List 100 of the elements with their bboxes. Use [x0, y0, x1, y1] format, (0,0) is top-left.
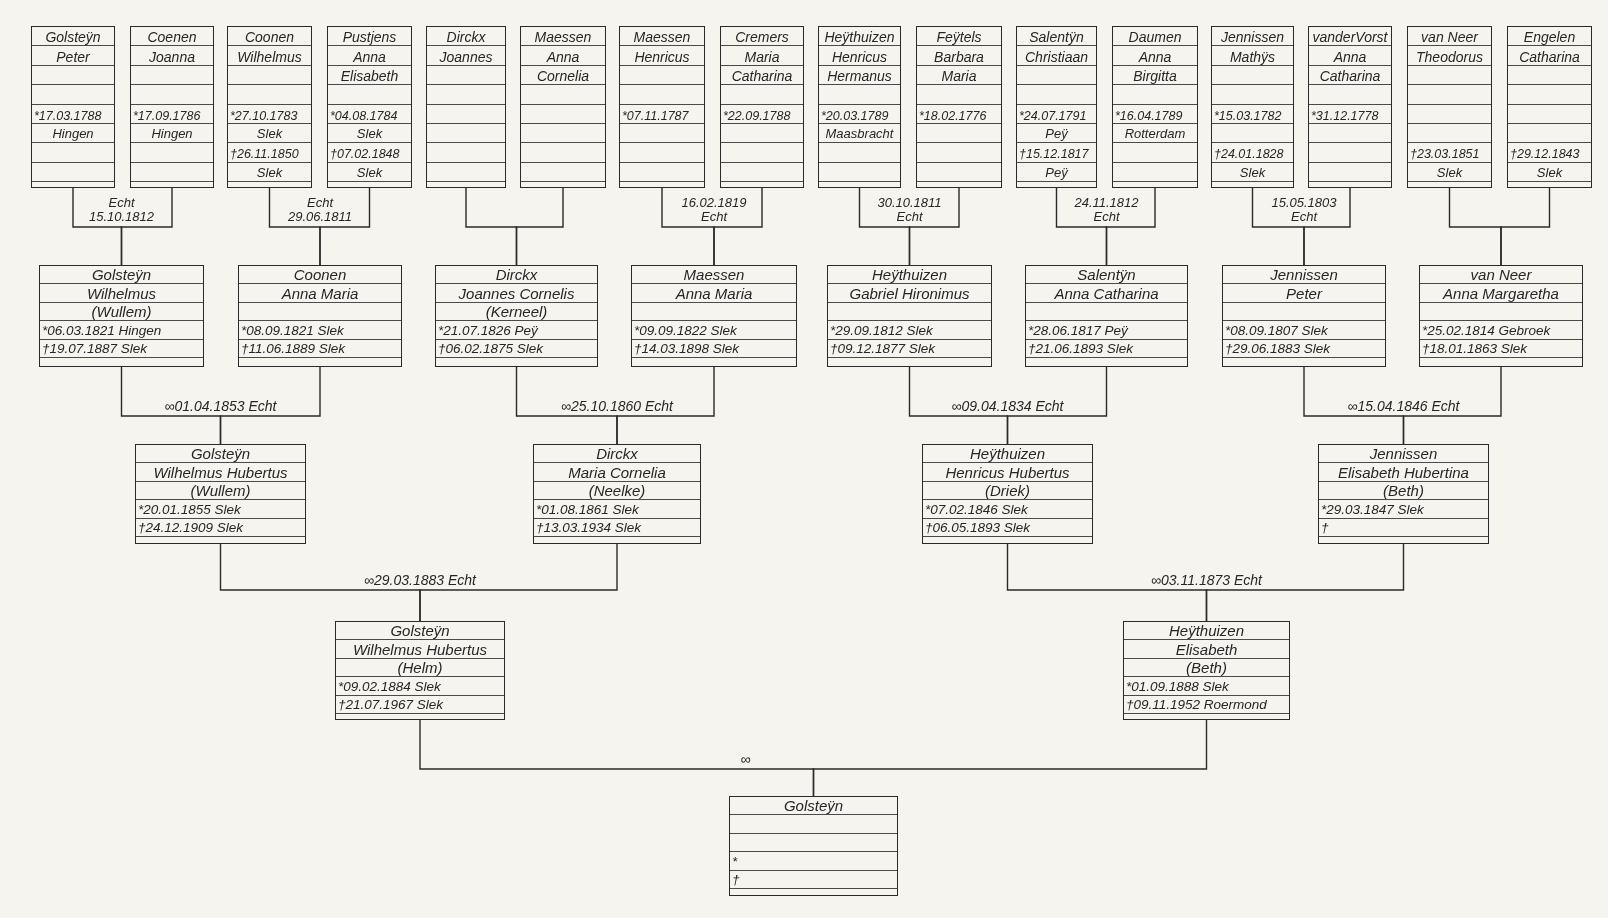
- birth-place: Hingen: [151, 127, 193, 143]
- death-record: †06.02.1875 Slek: [438, 341, 544, 357]
- death-record: †06.05.1893 Slek: [925, 520, 1031, 536]
- person-box: [227, 26, 312, 188]
- birth-record: *06.03.1821 Hingen: [42, 323, 162, 339]
- family-line: [1006, 366, 1108, 445]
- birth-record: *20.01.1855 Slek: [138, 502, 241, 518]
- given-names: Wilhelmus Hubertus: [153, 463, 288, 481]
- given-name: Cornelia: [536, 68, 590, 85]
- surname: Dirckx: [495, 266, 538, 284]
- nickname: (Neelke): [588, 481, 646, 500]
- surname: Pustjens: [342, 29, 397, 46]
- family-line: [908, 187, 960, 266]
- death-date: †29.12.1843: [1510, 147, 1580, 162]
- death-record: †09.12.1877 Slek: [830, 341, 936, 357]
- person-box: [327, 26, 412, 188]
- given-name: Henricus: [831, 48, 888, 65]
- given-names: Peter: [1286, 284, 1322, 302]
- person-box: [426, 26, 506, 188]
- surname: Salentÿn: [1029, 29, 1084, 46]
- person-box: [1112, 26, 1198, 188]
- surname: Heÿthuizen: [969, 445, 1045, 463]
- surname: Golsteÿn: [91, 266, 152, 284]
- death-record: †: [1321, 520, 1329, 536]
- nickname: (Beth): [1383, 481, 1424, 500]
- given-name: Elisabeth: [340, 68, 399, 85]
- person-box: [631, 265, 797, 367]
- death-record: †11.06.1889 Slek: [241, 341, 346, 357]
- person-box: [619, 26, 705, 188]
- family-line: [319, 187, 371, 266]
- person-box: [238, 265, 402, 367]
- death-date: †07.02.1848: [330, 147, 400, 162]
- given-name: Henricus: [634, 48, 690, 65]
- death-record: †14.03.1898 Slek: [634, 341, 740, 357]
- family-line: [1402, 366, 1502, 445]
- person-box: [1123, 621, 1290, 720]
- person-box: [39, 265, 204, 367]
- family-line: [219, 366, 321, 445]
- marriage-label: ∞09.04.1834 Echt: [949, 398, 1066, 414]
- person-box: [31, 26, 115, 188]
- person-box: [1507, 26, 1592, 188]
- surname: Heÿthuizen: [824, 29, 895, 46]
- death-record: †21.06.1893 Slek: [1028, 341, 1134, 357]
- birth-place: Slek: [356, 127, 383, 143]
- given-name: Maria: [941, 68, 977, 85]
- surname: Heÿthuizen: [1168, 622, 1244, 640]
- death-place: Slek: [356, 166, 383, 182]
- death-record: †13.03.1934 Slek: [536, 520, 642, 536]
- birth-date: *31.12.1778: [1311, 108, 1379, 123]
- given-names: Gabriel Hironimus: [849, 284, 970, 302]
- surname: Coenen: [147, 29, 197, 46]
- birth-place: Slek: [256, 127, 283, 143]
- person-box: [1025, 265, 1188, 367]
- birth-date: *22.09.1788: [723, 108, 791, 123]
- surname: Engelen: [1523, 29, 1576, 46]
- person-box: [520, 26, 606, 188]
- person-box: [720, 26, 804, 188]
- person-box: [818, 26, 901, 188]
- family-line: [1303, 187, 1351, 266]
- birth-place: Rotterdam: [1124, 127, 1186, 143]
- family-line: [120, 187, 173, 266]
- birth-record: *29.09.1812 Slek: [830, 323, 933, 339]
- person-box: [916, 26, 1002, 188]
- surname: Maessen: [633, 29, 691, 46]
- death-date: †24.01.1828: [1214, 147, 1284, 162]
- family-line: [1105, 187, 1156, 266]
- death-record: †21.07.1967 Slek: [338, 697, 444, 713]
- person-box: [1318, 444, 1489, 544]
- birth-date: *18.02.1776: [919, 108, 987, 123]
- surname: Dirckx: [446, 29, 486, 46]
- birth-date: *17.03.1788: [34, 108, 102, 123]
- birth-date: *07.11.1787: [622, 108, 689, 123]
- surname: Jennissen: [1369, 445, 1438, 463]
- death-place: Slek: [256, 166, 283, 182]
- death-record: †24.12.1909 Slek: [138, 520, 244, 536]
- given-name: Wilhelmus: [237, 48, 302, 65]
- birth-date: *15.03.1782: [1214, 108, 1282, 123]
- person-box: [1016, 26, 1097, 188]
- death-record: †: [732, 872, 740, 888]
- family-line: [616, 366, 715, 445]
- given-names: Wilhelmus Hubertus: [352, 640, 488, 658]
- person-box: [1308, 26, 1392, 188]
- person-box: [1211, 26, 1294, 188]
- person-box: [1419, 265, 1583, 367]
- birth-record: *09.09.1822 Slek: [634, 323, 737, 339]
- family-line: [419, 543, 618, 622]
- person-box: [130, 26, 214, 188]
- given-name: Anna: [1333, 48, 1367, 65]
- person-box: [435, 265, 598, 367]
- death-place: Slek: [1239, 166, 1266, 182]
- given-name: Maria: [744, 48, 780, 65]
- given-name: Christiaan: [1025, 48, 1088, 65]
- death-place: Peÿ: [1045, 166, 1068, 182]
- nickname: (Wullem): [91, 302, 152, 321]
- given-names: Anna Maria: [675, 284, 753, 302]
- surname: Coonen: [293, 266, 347, 284]
- surname: Feÿtels: [936, 29, 982, 46]
- given-names: Maria Cornelia: [568, 463, 666, 481]
- birth-record: *29.03.1847 Slek: [1321, 502, 1424, 518]
- given-names: Joannes Cornelis: [458, 284, 575, 302]
